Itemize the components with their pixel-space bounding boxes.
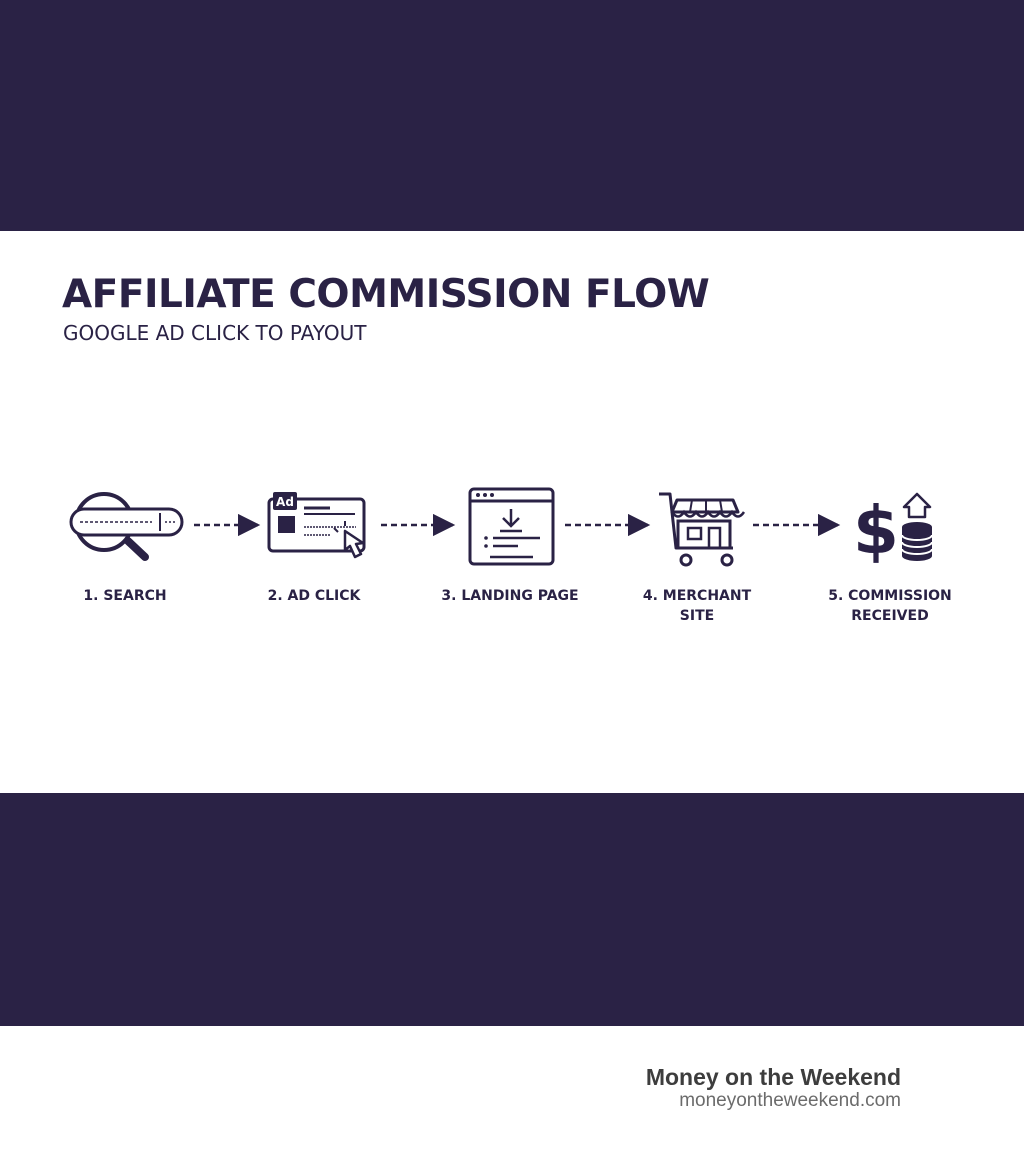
- step-label-search: 1. SEARCH: [83, 588, 167, 604]
- step-label-commission-received: 5. COMMISSION RECEIVED: [828, 588, 952, 624]
- shopping-cart-store-icon: [659, 492, 746, 567]
- ad-badge: Ad: [276, 495, 294, 509]
- bottom-band: [0, 793, 1024, 1026]
- magnifier-search-bar-icon: [69, 492, 184, 561]
- ad-click-hand-icon: Ad: [267, 492, 366, 559]
- dollar-coins-arrow-icon: $: [853, 492, 933, 569]
- flow-diagram: Ad: [69, 487, 933, 569]
- footer-brand: Money on the Weekend: [645, 1064, 901, 1090]
- diagram-subtitle: GOOGLE AD CLICK TO PAYOUT: [63, 321, 367, 345]
- footer-url: moneyontheweekend.com: [679, 1090, 901, 1111]
- step-label-ad-click: 2. AD CLICK: [267, 588, 361, 604]
- step-label-landing-page: 3. LANDING PAGE: [441, 588, 579, 604]
- browser-download-icon: [468, 487, 555, 566]
- top-band: [0, 0, 1024, 231]
- step-label-merchant-site: 4. MERCHANT SITE: [642, 588, 752, 624]
- diagram-title: AFFILIATE COMMISSION FLOW: [62, 272, 710, 317]
- dollar-symbol: $: [853, 492, 899, 569]
